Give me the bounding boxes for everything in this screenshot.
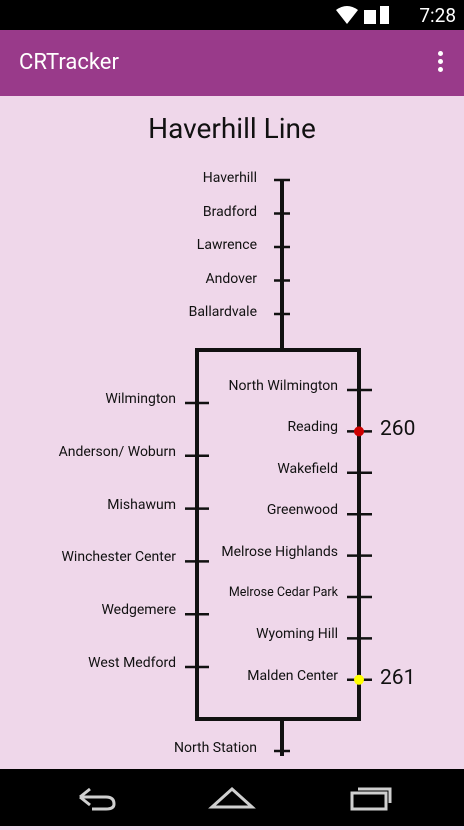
train-marker[interactable] bbox=[354, 426, 364, 437]
train-number[interactable]: 261 bbox=[380, 665, 416, 690]
station-label[interactable]: North Station bbox=[173, 740, 257, 756]
station-label[interactable]: Wedgemere bbox=[101, 602, 176, 619]
station-label[interactable]: Greenwood bbox=[266, 502, 338, 519]
recents-button[interactable] bbox=[350, 787, 392, 811]
station-label[interactable]: Winchester Center bbox=[61, 549, 176, 566]
station-label[interactable]: Melrose Highlands bbox=[221, 543, 338, 560]
station-label[interactable]: Bradford bbox=[202, 203, 257, 220]
station-label[interactable]: Wyoming Hill bbox=[256, 626, 338, 643]
recents-icon bbox=[350, 791, 388, 811]
station-label[interactable]: Anderson/ Woburn bbox=[58, 443, 176, 460]
wifi-icon bbox=[336, 6, 358, 24]
overflow-menu-icon[interactable] bbox=[430, 48, 450, 78]
signal-icon bbox=[364, 10, 376, 24]
train-marker[interactable] bbox=[354, 674, 364, 685]
status-icons bbox=[336, 6, 389, 24]
station-label[interactable]: West Medford bbox=[88, 655, 176, 671]
navigation-bar bbox=[0, 769, 464, 826]
back-icon bbox=[79, 787, 116, 811]
station-label[interactable]: Malden Center bbox=[247, 667, 338, 684]
station-label[interactable]: Mishawum bbox=[107, 496, 176, 513]
station-label[interactable]: Andover bbox=[205, 270, 257, 287]
station-label[interactable]: Haverhill bbox=[202, 170, 257, 186]
home-button[interactable] bbox=[208, 786, 256, 809]
station-label[interactable]: Melrose Cedar Park bbox=[228, 585, 338, 600]
station-label[interactable]: North Wilmington bbox=[228, 378, 338, 394]
station-label[interactable]: Ballardvale bbox=[188, 304, 257, 320]
back-button[interactable] bbox=[79, 787, 116, 811]
app-bar: CRTracker bbox=[0, 30, 464, 96]
branch-loop bbox=[195, 348, 361, 721]
station-label[interactable]: Wilmington bbox=[105, 391, 176, 407]
line-diagram bbox=[185, 178, 372, 756]
battery-icon bbox=[380, 6, 389, 24]
status-bar: 7:28 bbox=[0, 0, 464, 30]
station-label[interactable]: Wakefield bbox=[277, 460, 338, 477]
station-label[interactable]: Reading bbox=[287, 419, 338, 436]
line-title: Haverhill Line bbox=[148, 112, 316, 145]
station-label[interactable]: Lawrence bbox=[196, 237, 257, 253]
home-icon bbox=[208, 786, 256, 809]
app-title: CRTracker bbox=[19, 50, 119, 75]
clock: 7:28 bbox=[419, 4, 456, 27]
train-number[interactable]: 260 bbox=[380, 417, 416, 442]
